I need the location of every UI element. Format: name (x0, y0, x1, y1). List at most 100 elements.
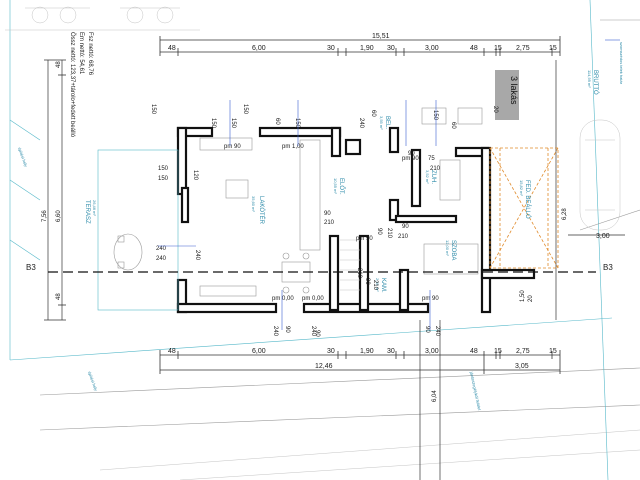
room-terasz: TERASZ (84, 200, 90, 224)
opening-labels: pm 90 pm 1,00 pm 90 pm 90 pm 0,00 pm 0,0… (150, 104, 498, 337)
label-o1: pm 90 (224, 144, 241, 150)
right-dimensions: 6,28 3,00 1,50 20 (520, 60, 625, 320)
label-o5: pm 0,00 (272, 296, 294, 302)
top-dimensions: 15,51 48 6,00 30 1,90 30 3,00 48 15 2,75… (159, 33, 561, 56)
label-240a: 240 (358, 118, 364, 129)
room-brutto: BRUTTÓ (592, 70, 599, 95)
room-lakoter: LAKÓTÉR (258, 196, 265, 225)
dim-bottom-2: 6,00 (252, 348, 266, 355)
dim-bottom-7: 48 (470, 348, 478, 355)
label-60c: 60 (450, 122, 456, 129)
label-90f: 90 (284, 326, 290, 333)
label-210e: 210 (372, 280, 378, 291)
dim-left-1: 48 (56, 61, 62, 68)
room-kam: KAM. (380, 278, 386, 293)
dim-bottom-total-1: 12,46 (315, 363, 333, 370)
dim-bottom-5: 30 (387, 348, 395, 355)
furniture (113, 107, 483, 297)
label-20: 20 (492, 106, 498, 113)
room-brutto-area: 114,99 m² (587, 70, 592, 88)
site-label-left-bottom: építési hely (87, 371, 99, 392)
label-240e: 240 (310, 326, 316, 337)
note-total: Össz nettó: 123,37+tárolo+fedett beálló (69, 32, 76, 138)
label-60b: 60 (370, 110, 376, 117)
section-marker-right: B3 (603, 263, 613, 272)
room-elot-area: 10,55 m² (333, 178, 338, 194)
label-90h: 90 (314, 330, 320, 337)
label-90b: 90 (324, 211, 331, 217)
dim-top-total: 15,51 (372, 33, 390, 40)
label-o2: pm 1,00 (282, 144, 304, 150)
dim-right-3: 1,50 (520, 290, 526, 302)
dim-bottom-3: 30 (327, 348, 335, 355)
site-dim-right: 6,04 (432, 390, 438, 402)
site-label-bottom-center: járdaszegélyköl felület (469, 370, 482, 411)
label-150f: 150 (432, 110, 438, 121)
dim-right-2: 3,00 (596, 233, 610, 240)
dim-top-1: 48 (168, 45, 176, 52)
dim-top-4: 1,90 (360, 45, 374, 52)
terrace-outline (97, 149, 179, 311)
dim-top-10: 15 (549, 45, 557, 52)
label-150a: 150 (210, 118, 216, 129)
label-210f: 210 (356, 268, 362, 279)
label-90a: 90 (408, 151, 415, 157)
note-ground-floor: Fsz nettó: 68,76 (87, 32, 93, 76)
label-150e: 150 (294, 118, 300, 129)
label-210c: 210 (398, 234, 409, 240)
label-90c: 90 (402, 224, 409, 230)
room-elot: ELŐT. (338, 178, 345, 195)
label-240d: 240 (272, 326, 278, 337)
label-90g: 90 (424, 326, 430, 333)
label-o4: pm 90 (356, 236, 373, 242)
section-line: B3 B3 (26, 263, 613, 273)
label-o3: pm 90 (402, 156, 419, 162)
label-150d: 150 (158, 176, 169, 182)
label-240c: 240 (156, 256, 167, 262)
label-75: 75 (428, 156, 435, 162)
label-60a: 60 (274, 118, 280, 125)
label-150g: 150 (150, 104, 156, 115)
dim-bottom-8: 15 (494, 348, 502, 355)
label-240b: 240 (156, 246, 167, 252)
bottom-dimensions: 48 6,00 30 1,90 30 3,00 48 15 2,75 15 12… (159, 348, 561, 374)
walls (176, 126, 536, 314)
header-notes: Fsz nettó: 68,76 Em nettó: 54,61 Össz ne… (69, 32, 93, 138)
dim-left-2: 6,60 (56, 210, 62, 222)
dim-top-6: 3,00 (425, 45, 439, 52)
dim-top-3: 30 (327, 45, 335, 52)
dim-right-4: 20 (528, 295, 534, 302)
site-label-right-top: szomszédos telek határ (619, 42, 624, 85)
label-90d: 90 (376, 228, 382, 235)
dim-bottom-6: 3,00 (425, 348, 439, 355)
dim-bottom-total-2: 3,05 (515, 363, 529, 370)
label-150h: 150 (242, 104, 248, 115)
label-150b: 150 (230, 118, 236, 129)
room-labels: TERASZ 26,46 m² LAKÓTÉR 35,60 m² ELŐT. 1… (84, 70, 599, 293)
room-fed-beallo: FED. BEÁLLÓ (524, 180, 531, 219)
dim-right-1: 6,28 (562, 208, 568, 220)
label-120: 120 (192, 170, 198, 181)
neighbor-sketch (5, 6, 621, 231)
dim-bottom-9: 2,75 (516, 348, 530, 355)
badge-text: 3 lakás (509, 76, 519, 105)
window-markers (158, 100, 437, 330)
room-zuh-area: 3,52 m² (425, 170, 430, 184)
dim-top-7: 48 (470, 45, 478, 52)
label-o7: pm 90 (422, 296, 439, 302)
dim-top-8: 15 (494, 45, 502, 52)
dim-bottom-10: 15 (549, 348, 557, 355)
label-210b: 210 (324, 220, 335, 226)
apartment-badge: 3 lakás (495, 70, 519, 120)
room-bel-area: 3,55 m² (379, 116, 384, 130)
site-label-left-top: építési hely (17, 147, 29, 168)
dim-left-4: 48 (56, 293, 62, 300)
room-fed-beallo-area: 15,82 m² (519, 180, 524, 196)
site-labels: építési hely építési hely szomszédos tel… (17, 42, 624, 412)
room-terasz-area: 26,46 m² (92, 200, 97, 216)
room-szoba-area: 12,00 m² (445, 240, 450, 256)
dim-top-9: 2,75 (516, 45, 530, 52)
dim-left-3: 7,56 (42, 210, 48, 222)
label-o6: pm 0,00 (302, 296, 324, 302)
